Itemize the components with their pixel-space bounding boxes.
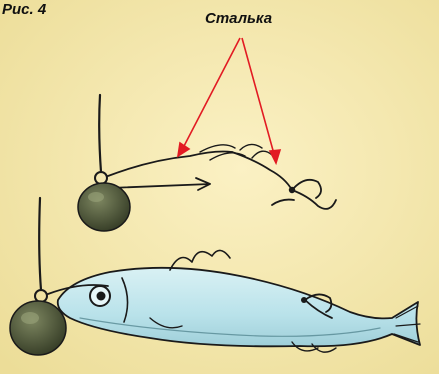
lower-sinker-highlight: [21, 312, 39, 324]
callout-label: Сталька: [205, 10, 272, 27]
lead-sinker-icon: [78, 183, 130, 231]
sinker-highlight: [88, 192, 104, 202]
upper-hook-knot: [289, 187, 295, 193]
lower-lead-sinker-icon: [10, 301, 66, 355]
figure-label: Рис. 4: [2, 1, 46, 18]
fish-pupil: [97, 292, 106, 301]
lower-hook-knot: [301, 297, 307, 303]
